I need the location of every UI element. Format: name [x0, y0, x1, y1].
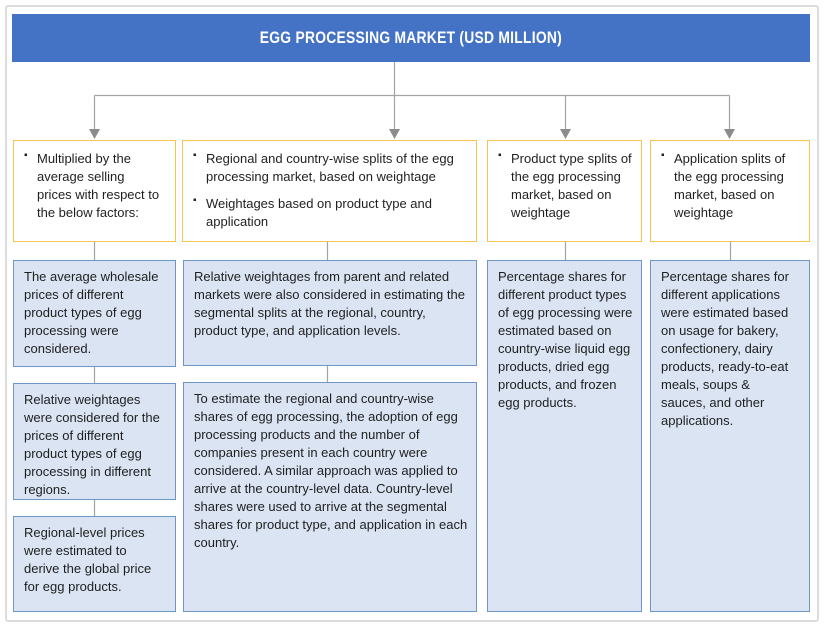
detail-box-product-type-shares: Percentage shares for different product … [487, 260, 642, 612]
diagram-title-banner: EGG PROCESSING MARKET (USD MILLION) [12, 14, 810, 62]
method-box-product-type-splits: Product type splits of the egg processin… [487, 140, 642, 242]
method-box-pricing-factors: Multiplied by the average selling prices… [13, 140, 176, 242]
detail-box-relative-weightages-prices: Relative weightages were considered for … [13, 383, 176, 500]
bullet-item: Weightages based on product type and app… [193, 194, 468, 231]
bullet-item: Application splits of the egg processing… [661, 149, 801, 222]
bullet-item: Product type splits of the egg processin… [498, 149, 633, 222]
diagram-title: EGG PROCESSING MARKET (USD MILLION) [259, 28, 563, 47]
detail-box-country-share-estimation: To estimate the regional and country-wis… [183, 382, 477, 612]
detail-box-regional-level-prices: Regional-level prices were estimated to … [13, 516, 176, 612]
detail-box-wholesale-prices: The average wholesale prices of differen… [13, 260, 176, 367]
detail-box-application-shares: Percentage shares for different applicat… [650, 260, 810, 612]
method-box-regional-splits: Regional and country-wise splits of the … [182, 140, 477, 242]
detail-box-parent-market-weightages: Relative weightages from parent and rela… [183, 260, 477, 366]
method-box-application-splits: Application splits of the egg processing… [650, 140, 810, 242]
bullet-item: Multiplied by the average selling prices… [24, 149, 160, 222]
bullet-item: Regional and country-wise splits of the … [193, 149, 468, 186]
